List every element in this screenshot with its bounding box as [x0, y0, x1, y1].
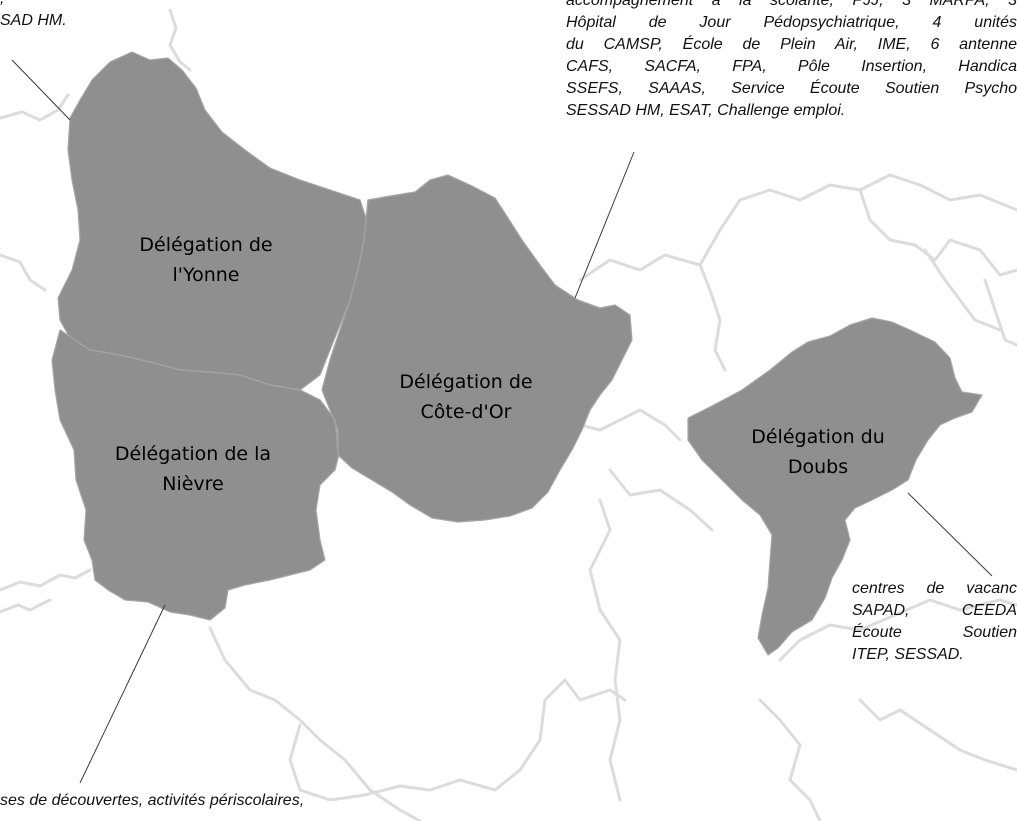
border-nievre-cote-dor: [299, 389, 339, 456]
annotation-doubs-line-2: SAPAD, CEEDA: [852, 602, 1017, 619]
leader-line-cote-dor: [574, 151, 635, 299]
annotation-cote-dor-line-6: SESSAD HM, ESAT, Challenge emploi.: [566, 102, 846, 119]
border-yonne-nievre: [59, 329, 301, 391]
background-borders: [0, 8, 1017, 821]
annotation-yonne-line-1: ,: [0, 0, 120, 10]
region-cote-dor[interactable]: [321, 174, 633, 523]
annotation-nievre: ses de découvertes, activités périscolai…: [0, 790, 360, 812]
annotation-cote-dor-line-2: Hôpital de Jour Pédopsychiatrique, 4 uni…: [566, 14, 1017, 31]
annotation-yonne-line-2: SAD HM.: [0, 12, 67, 29]
label-cote-dor: Délégation de Côte-d'Or: [376, 367, 556, 427]
annotation-cote-dor-line-3: du CAMSP, École de Plein Air, IME, 6 ant…: [566, 36, 1017, 53]
annotation-doubs: centres de vacanc SAPAD, CEEDA Écoute So…: [852, 578, 1017, 666]
leader-line-yonne: [11, 59, 71, 121]
label-doubs-line-1: Délégation du: [751, 426, 885, 448]
label-nievre: Délégation de la Nièvre: [88, 439, 298, 499]
annotation-doubs-line-4: ITEP, SESSAD.: [852, 646, 964, 663]
leader-line-nievre: [79, 604, 166, 784]
annotation-nievre-line-1: ses de découvertes, activités périscolai…: [0, 792, 305, 809]
label-cote-dor-line-1: Délégation de: [399, 371, 533, 393]
annotation-doubs-line-3: Écoute Soutien: [852, 624, 1017, 641]
annotation-cote-dor-line-1: accompagnement à la scolarité, PJJ, 3 MA…: [566, 0, 1017, 9]
border-yonne-cote-dor: [321, 199, 369, 391]
leader-line-doubs: [907, 492, 993, 577]
label-yonne-line-2: l'Yonne: [172, 264, 240, 286]
label-nievre-line-2: Nièvre: [162, 473, 224, 495]
annotation-cote-dor: accompagnement à la scolarité, PJJ, 3 MA…: [566, 0, 1017, 122]
annotation-cote-dor-line-5: SSEFS, SAAAS, Service Écoute Soutien Psy…: [566, 80, 1017, 97]
label-doubs-line-2: Doubs: [787, 456, 849, 478]
annotation-cote-dor-line-4: CAFS, SACFA, FPA, Pôle Insertion, Handic…: [566, 58, 1017, 75]
annotation-doubs-line-1: centres de vacanc: [852, 580, 1017, 597]
region-yonne[interactable]: [57, 51, 371, 391]
annotation-yonne: , SAD HM.: [0, 0, 120, 32]
label-cote-dor-line-2: Côte-d'Or: [420, 401, 512, 423]
label-yonne-line-1: Délégation de: [139, 234, 273, 256]
label-nievre-line-1: Délégation de la: [114, 443, 272, 465]
label-doubs: Délégation du Doubs: [728, 422, 908, 482]
region-doubs[interactable]: [687, 317, 983, 656]
label-yonne: Délégation de l'Yonne: [116, 230, 296, 290]
